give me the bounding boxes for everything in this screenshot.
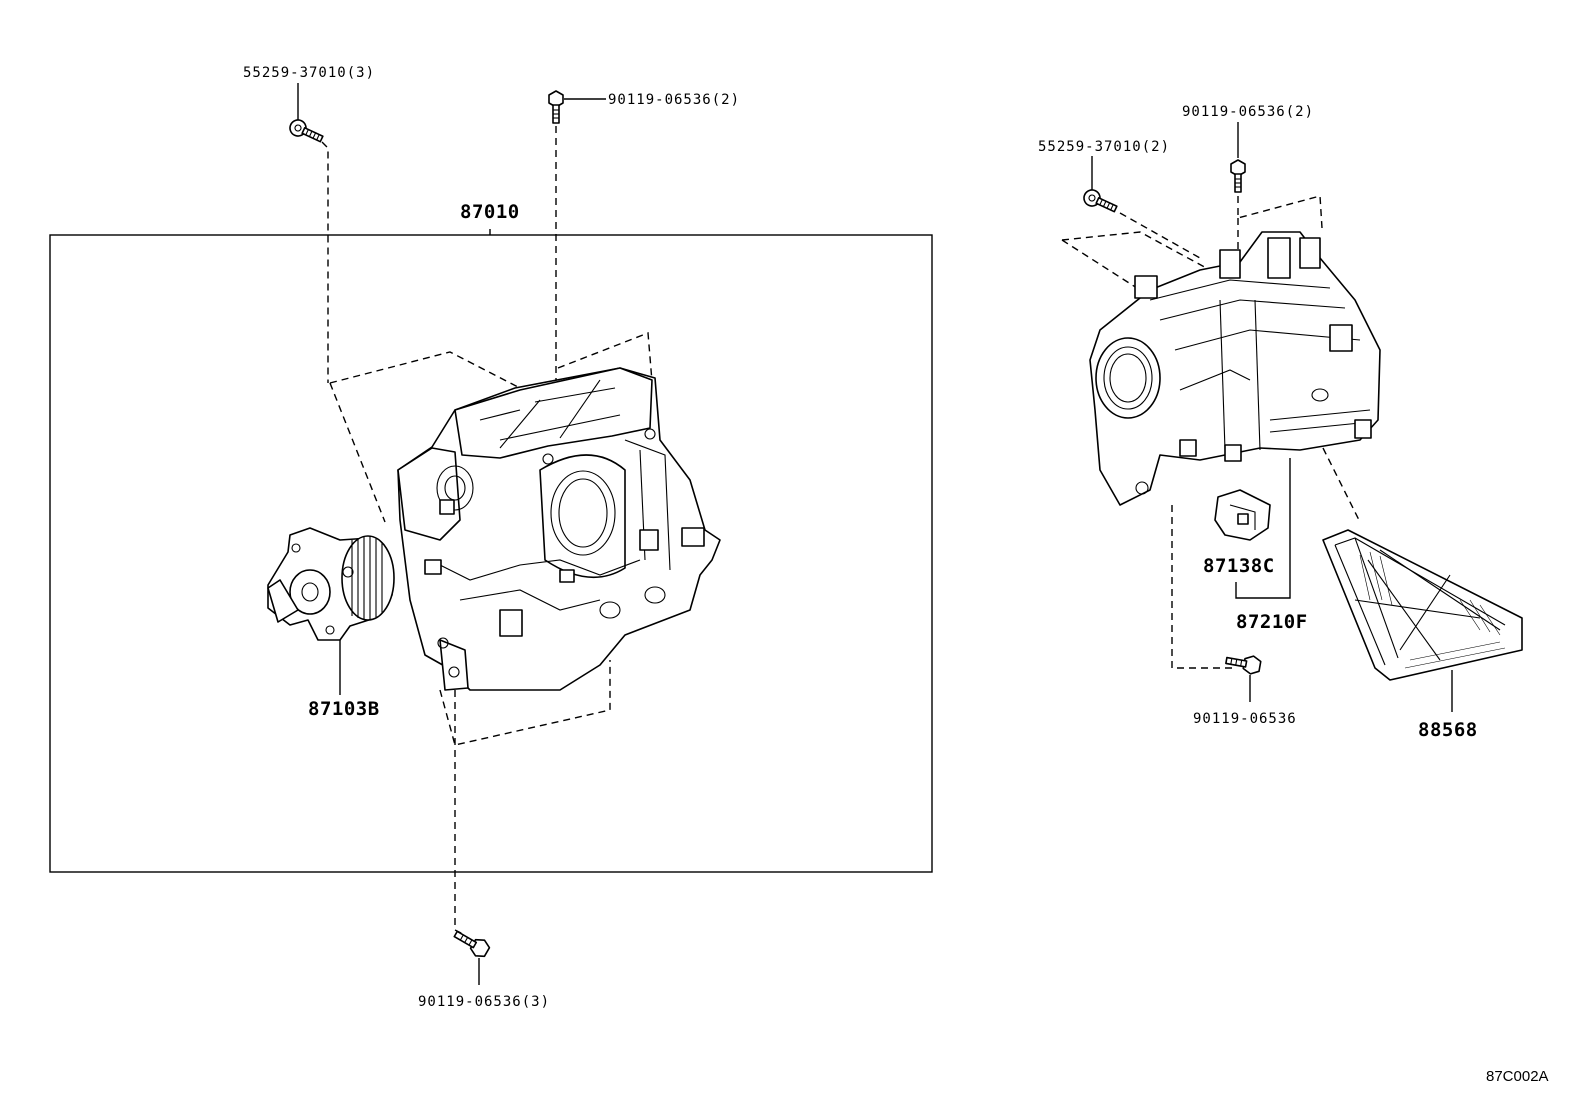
resistor[interactable] — [1214, 489, 1271, 541]
bolt-icon — [1225, 655, 1262, 675]
callout-87103B[interactable]: 87103B — [308, 698, 380, 720]
blower-motor[interactable] — [267, 527, 395, 641]
bolt-icon — [1230, 159, 1246, 193]
bolt-icon — [453, 930, 491, 958]
screw-icon — [1083, 189, 1118, 213]
cabin-air-filter[interactable] — [1322, 529, 1523, 681]
callout-90119-06536-3[interactable]: 90119-06536(3) — [418, 994, 550, 1010]
blower-case-unit[interactable] — [329, 332, 721, 746]
screw-icon — [289, 119, 324, 143]
assembly-label-87010[interactable]: 87010 — [460, 201, 520, 223]
callout-87210F[interactable]: 87210F — [1236, 611, 1308, 633]
callout-55259-37010-2[interactable]: 55259-37010(2) — [1038, 139, 1170, 155]
callout-88568[interactable]: 88568 — [1418, 719, 1478, 741]
assembly-frame — [49, 234, 933, 873]
bolt-icon — [548, 90, 564, 124]
callout-55259-37010-3[interactable]: 55259-37010(3) — [243, 65, 375, 81]
blower-case-subassembly[interactable] — [1089, 231, 1381, 506]
callout-90119-06536-right[interactable]: 90119-06536 — [1193, 711, 1297, 727]
callout-90119-06536-2[interactable]: 90119-06536(2) — [608, 92, 740, 108]
callout-87138C[interactable]: 87138C — [1203, 555, 1275, 577]
callout-90119-06536-2-right[interactable]: 90119-06536(2) — [1182, 104, 1314, 120]
diagram-code: 87C002A — [1486, 1068, 1549, 1085]
